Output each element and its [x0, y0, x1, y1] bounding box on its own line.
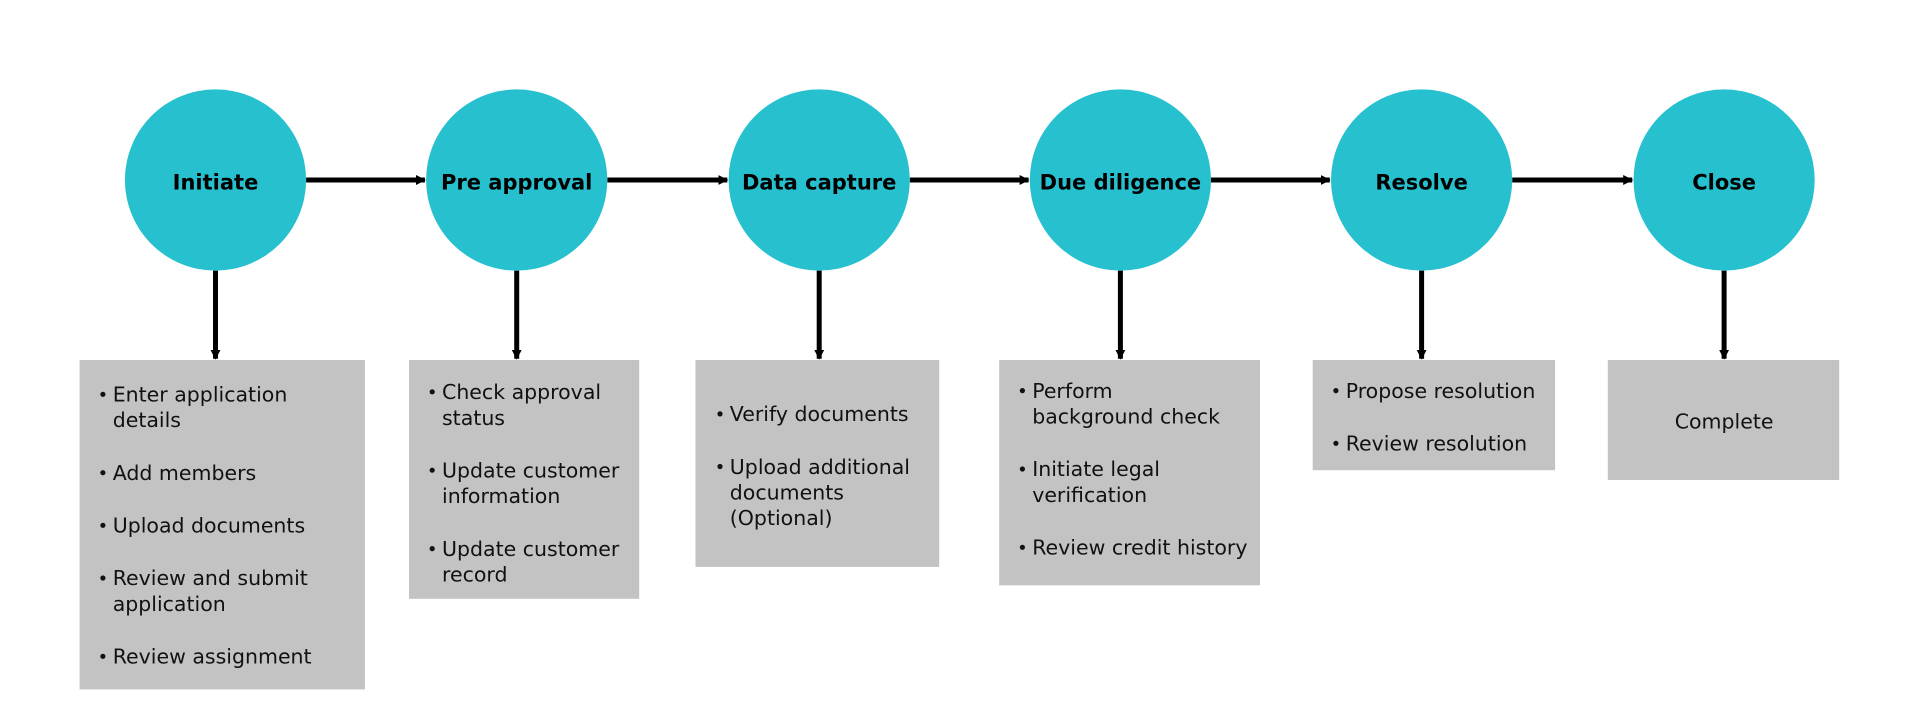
- bullet-point: [100, 470, 106, 476]
- bullet-point: [1019, 388, 1025, 394]
- stage-title: Data capture: [742, 171, 896, 195]
- task-item: Review resolution: [1346, 432, 1527, 456]
- task-item: Perform: [1032, 379, 1112, 403]
- task-item: application: [113, 592, 226, 616]
- stages: Initiate Pre approval Data capture Due dili…: [124, 89, 1815, 271]
- bullet-point: [100, 522, 106, 528]
- task-item: Review assignment: [113, 645, 312, 669]
- stage-close: Close: [1633, 89, 1815, 271]
- bullet-point: [429, 389, 435, 395]
- task-item: status: [442, 406, 505, 430]
- task-item: Initiate legal: [1032, 457, 1160, 481]
- task-item: Enter application: [113, 383, 288, 407]
- task-item: Review and submit: [113, 566, 308, 590]
- task-item: Update customer: [442, 537, 620, 561]
- task-item: Upload additional: [730, 455, 910, 479]
- task-box-background: [1312, 360, 1556, 471]
- stage-title: Initiate: [173, 171, 259, 195]
- connectors: [210, 175, 1730, 360]
- task-item: record: [442, 563, 507, 587]
- bullet-point: [429, 546, 435, 552]
- task-box-close: Complete: [1607, 360, 1840, 480]
- task-item: Upload documents: [113, 514, 305, 538]
- task-box-background: [1607, 360, 1840, 480]
- stage-resolve: Resolve: [1331, 89, 1513, 271]
- bullet-point: [429, 467, 435, 473]
- task-box-background: [79, 360, 365, 690]
- bullet-point: [717, 411, 723, 417]
- task-item: Update customer: [442, 458, 620, 482]
- task-item: information: [442, 484, 560, 508]
- task-item: details: [113, 408, 181, 432]
- bullet-point: [1019, 544, 1025, 550]
- task-item: Review credit history: [1032, 536, 1247, 560]
- stage-title: Pre approval: [441, 171, 592, 195]
- stage-circle: [1029, 89, 1211, 271]
- stage-title: Due diligence: [1040, 171, 1201, 195]
- bullet-point: [100, 653, 106, 659]
- stage-initiate: Initiate: [124, 89, 307, 271]
- bullet-point: [100, 575, 106, 581]
- stage-pre-approval: Pre approval: [426, 89, 608, 271]
- stage-circle: [124, 89, 307, 271]
- task-item: (Optional): [730, 506, 833, 530]
- stage-due-diligence: Due diligence: [1029, 89, 1211, 271]
- task-item: Complete: [1675, 409, 1774, 433]
- stage-title: Resolve: [1375, 171, 1467, 195]
- task-item: Verify documents: [730, 402, 909, 426]
- task-box-background: [695, 360, 940, 567]
- task-item: Add members: [113, 461, 257, 485]
- task-item: background check: [1032, 405, 1220, 429]
- stage-data-capture: Data capture: [728, 89, 910, 271]
- bullet-point: [100, 391, 106, 397]
- bullet-point: [1333, 440, 1339, 446]
- stage-title: Close: [1692, 171, 1756, 195]
- task-item: documents: [730, 481, 844, 505]
- stage-circle: [1633, 89, 1815, 271]
- stage-circle: [728, 89, 910, 271]
- task-box-background: [999, 360, 1260, 586]
- bullet-point: [1019, 466, 1025, 472]
- stage-circle: [426, 89, 608, 271]
- bullet-point: [1333, 388, 1339, 394]
- bullet-point: [717, 463, 723, 470]
- task-box-background: [409, 360, 640, 599]
- task-item: Propose resolution: [1346, 379, 1536, 403]
- task-item: Check approval: [442, 380, 601, 404]
- stage-circle: [1331, 89, 1513, 271]
- task-item: verification: [1032, 483, 1147, 507]
